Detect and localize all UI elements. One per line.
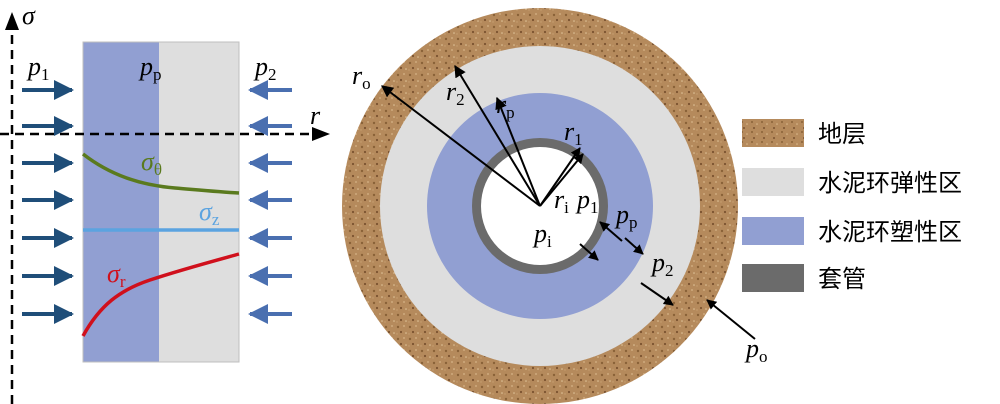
label-p2-left: p2	[253, 52, 277, 84]
ring-pressure-arrows	[579, 221, 756, 340]
label-p1-left: p1	[26, 52, 50, 84]
label-pp-ring: pp	[614, 200, 638, 232]
legend-item-elastic: 水泥环弹性区	[818, 169, 962, 197]
arrow-p2	[640, 282, 674, 306]
cement-section-border	[82, 41, 240, 363]
sigma-axis-arrowhead	[5, 12, 19, 30]
formation-swatch	[742, 119, 804, 147]
label-r1: r1	[564, 117, 583, 149]
label-p2-ring: p2	[650, 248, 674, 280]
r-axis-label: r	[310, 101, 321, 130]
label-sigma-z: σz	[199, 197, 220, 229]
label-ro: ro	[352, 61, 371, 93]
radius-ri-arrow	[539, 153, 584, 207]
sigma-axis-label: σ	[22, 1, 36, 30]
legend-item-casing: 套管	[818, 265, 866, 293]
casing-swatch	[742, 264, 804, 292]
label-ri: ri	[554, 185, 569, 217]
legend-item-formation: 地层	[818, 120, 866, 148]
plastic-swatch	[742, 217, 804, 245]
label-pi: pi	[532, 219, 552, 251]
arrow-pp	[624, 237, 644, 255]
legend-item-plastic: 水泥环塑性区	[818, 218, 962, 246]
radius-ro-arrow	[381, 85, 541, 207]
label-sigma-r: σr	[107, 259, 126, 291]
r-axis-arrowhead	[312, 127, 330, 141]
label-rp: rp	[496, 90, 515, 122]
radius-arrows	[381, 64, 584, 207]
radius-r2-arrow	[454, 64, 541, 207]
right-pressure-arrows	[248, 80, 292, 324]
legend: 地层 水泥环弹性区 水泥环塑性区 套管	[742, 119, 962, 293]
sigma-r-curve	[81, 252, 240, 337]
radius-rp-arrow	[495, 96, 541, 207]
arrow-po	[706, 299, 756, 340]
arrow-pi	[579, 243, 599, 261]
elastic-zone-band	[159, 42, 239, 362]
label-r2: r2	[446, 77, 465, 109]
label-pp-left: pp	[138, 52, 162, 84]
label-p1-ring: p1	[575, 185, 599, 217]
arrow-p1	[599, 221, 623, 242]
left-pressure-arrows	[22, 80, 74, 324]
sigma-theta-curve	[81, 152, 240, 195]
radius-r1-arrow	[539, 147, 581, 207]
label-sigma-theta: σθ	[141, 147, 162, 179]
elastic-swatch	[742, 168, 804, 196]
label-po: po	[744, 334, 768, 366]
plastic-zone-band	[83, 42, 159, 362]
